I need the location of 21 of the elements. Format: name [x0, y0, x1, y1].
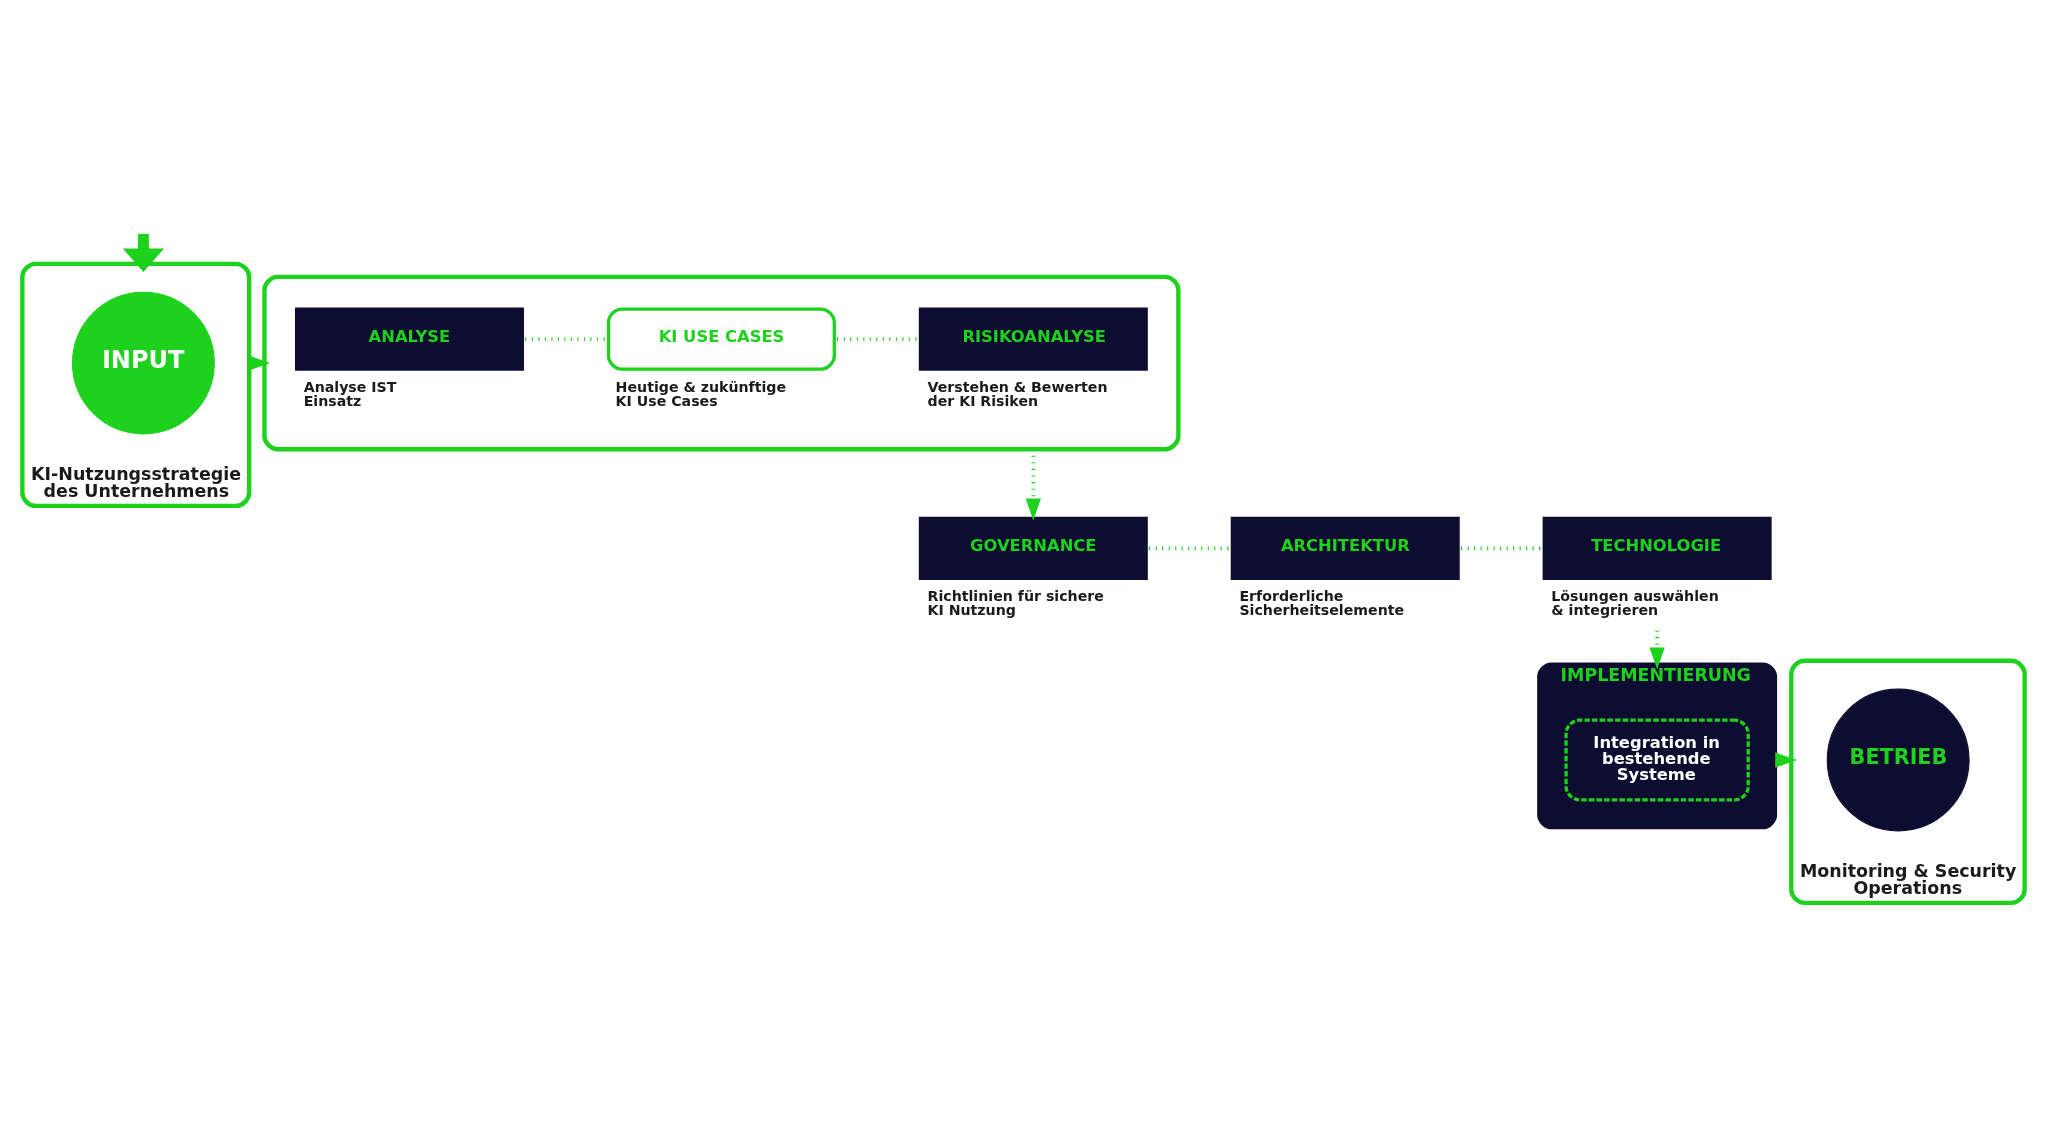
node-label: Lösungen auswählen & integrieren	[1551, 588, 1719, 619]
node-box: RISIKOANALYSE	[918, 307, 1148, 371]
node-label: Heutige & zukünftige KI Use Cases	[615, 378, 787, 410]
connector	[837, 337, 918, 341]
node-box: ANALYSE	[295, 307, 524, 371]
connector	[1460, 546, 1542, 551]
node-label: Verstehen & Bewerten der KI Risiken	[927, 378, 1108, 410]
node-box: Integration in bestehende Systeme	[1564, 718, 1750, 802]
node-label: Richtlinien für sichere KI Nutzung	[927, 588, 1104, 619]
node-circle: INPUT	[71, 291, 215, 435]
node-circle: BETRIEB	[1826, 688, 1970, 832]
node-label: Analyse IST Einsatz	[303, 378, 397, 410]
cluster	[262, 274, 1181, 452]
node-box: TECHNOLOGIE	[1542, 516, 1772, 581]
connector	[1148, 546, 1230, 551]
arrow	[122, 233, 164, 273]
node-box: ARCHITEKTUR	[1230, 516, 1460, 581]
connector	[525, 337, 606, 341]
arrow	[1649, 630, 1665, 670]
node-box: GOVERNANCE	[918, 516, 1148, 581]
node-label: Erforderliche Sicherheitselemente	[1239, 588, 1405, 619]
